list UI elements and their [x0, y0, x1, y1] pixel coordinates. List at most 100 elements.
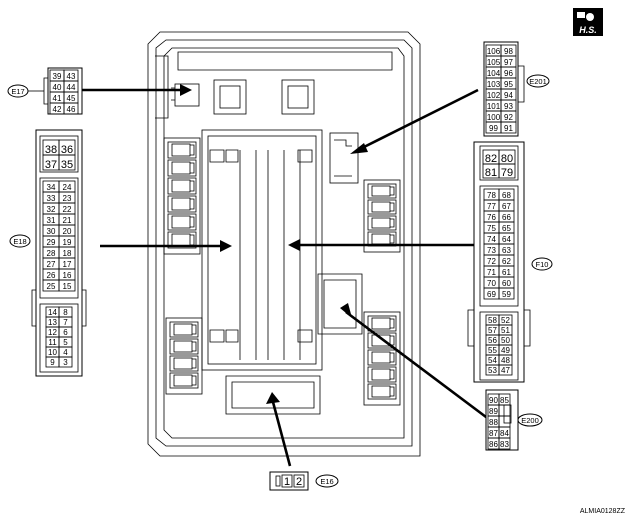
- arrow-e16: [271, 401, 292, 467]
- e200-pin: 89: [489, 407, 498, 416]
- e18-pin: 21: [63, 216, 72, 225]
- f10-pin: 73: [487, 246, 496, 255]
- arrow-head-e200: [340, 303, 352, 318]
- f10-pin: 65: [502, 224, 511, 233]
- e201-cell: [500, 121, 517, 134]
- f10-pin: 59: [502, 290, 511, 299]
- e200-pin: 84: [500, 429, 509, 438]
- e18-pin: 10: [48, 348, 57, 357]
- e201-pin: 103: [487, 80, 501, 89]
- e18-pin: 28: [47, 249, 56, 258]
- e17-tag: E17: [11, 87, 24, 96]
- e200-tag: E200: [521, 416, 539, 425]
- f10-pin: 68: [502, 191, 511, 200]
- arrow-head-e17: [180, 84, 192, 96]
- f10-pin: 81: [485, 167, 497, 179]
- f10-cell: [498, 364, 513, 376]
- e18-pin: 30: [47, 227, 56, 236]
- arrow-e200: [345, 310, 491, 422]
- e18-pin: 26: [47, 271, 56, 280]
- e18-pin: 18: [63, 249, 72, 258]
- figure-id: ALMIA0128ZZ: [580, 508, 626, 515]
- f10-pin: 82: [485, 153, 497, 165]
- e18-cell: [58, 154, 76, 171]
- e18-pin: 7: [63, 318, 68, 327]
- fuse-stack-left-upper: [163, 137, 201, 255]
- f10-pin: 60: [502, 279, 511, 288]
- e201-pin: 104: [487, 69, 501, 78]
- module-body: [147, 31, 421, 457]
- e18-cell: [58, 279, 76, 292]
- arrow-e201: [357, 88, 479, 152]
- f10-tag: F10: [536, 260, 549, 269]
- e17-pin: 45: [67, 94, 76, 103]
- arrow-head-e201: [350, 143, 368, 154]
- hs-badge: H.S.: [573, 8, 603, 36]
- f10-pin: 51: [501, 326, 510, 335]
- fuse-stack-right-upper: [363, 179, 401, 253]
- fuse-blocks: [163, 137, 401, 406]
- e18-pin: 24: [63, 183, 72, 192]
- e17-pin: 43: [67, 72, 76, 81]
- e17-cell: [63, 102, 79, 115]
- e18-pin: 3: [63, 358, 68, 367]
- e18-pin: 12: [48, 328, 57, 337]
- f10-cell: [498, 287, 515, 300]
- e17-pin: 40: [53, 83, 62, 92]
- e18-pin: 14: [48, 308, 57, 317]
- f10-pin: 61: [502, 268, 511, 277]
- f10-pin: 64: [502, 235, 511, 244]
- e201-pin: 102: [487, 91, 501, 100]
- e17-pin: 46: [67, 105, 76, 114]
- e200-pin: 86: [489, 440, 498, 449]
- f10-pin: 58: [488, 316, 497, 325]
- e201-pin: 95: [504, 80, 513, 89]
- e201-pin: 99: [489, 124, 498, 133]
- f10-pin: 57: [488, 326, 497, 335]
- e201-pin: 106: [487, 47, 501, 56]
- e18-pin: 38: [45, 144, 57, 156]
- f10-pin: 77: [487, 202, 496, 211]
- f10-pin: 74: [487, 235, 496, 244]
- e200-pin: 83: [500, 440, 509, 449]
- e18-pin: 35: [61, 159, 73, 171]
- e16-tag: E16: [320, 477, 333, 486]
- e200-pin: 88: [489, 418, 498, 427]
- e16-pin-1: 1: [284, 476, 290, 488]
- e17-pin: 39: [53, 72, 62, 81]
- e18-pin: 23: [63, 194, 72, 203]
- f10-pin: 70: [487, 279, 496, 288]
- e201-pin: 93: [504, 102, 513, 111]
- e18-cell: [58, 356, 73, 368]
- f10-pin: 50: [501, 336, 510, 345]
- e18-tag: E18: [13, 237, 26, 246]
- e18-pin: 29: [47, 238, 56, 247]
- f10-pin: 71: [487, 268, 496, 277]
- e18-pin: 6: [63, 328, 68, 337]
- e18-pin: 13: [48, 318, 57, 327]
- e18-pin: 19: [63, 238, 72, 247]
- arrow-head-f10: [288, 239, 300, 251]
- e18-pin: 20: [63, 227, 72, 236]
- f10-pin: 75: [487, 224, 496, 233]
- hs-badge-label: H.S.: [579, 25, 597, 35]
- e200-pin: 87: [489, 429, 498, 438]
- e18-pin: 34: [47, 183, 56, 192]
- e18-pin: 37: [45, 159, 57, 171]
- e200-pin: 85: [500, 396, 509, 405]
- f10-pin: 79: [501, 167, 513, 179]
- arrow-head-e18: [220, 240, 232, 252]
- e201-pin: 101: [487, 102, 501, 111]
- f10-pin: 80: [501, 153, 513, 165]
- f10-pin: 78: [487, 191, 496, 200]
- arrow-head-e16: [266, 392, 280, 404]
- f10-pin: 63: [502, 246, 511, 255]
- f10-pin: 72: [487, 257, 496, 266]
- arrows: [82, 84, 491, 467]
- f10-pin: 56: [488, 336, 497, 345]
- e18-pin: 17: [63, 260, 72, 269]
